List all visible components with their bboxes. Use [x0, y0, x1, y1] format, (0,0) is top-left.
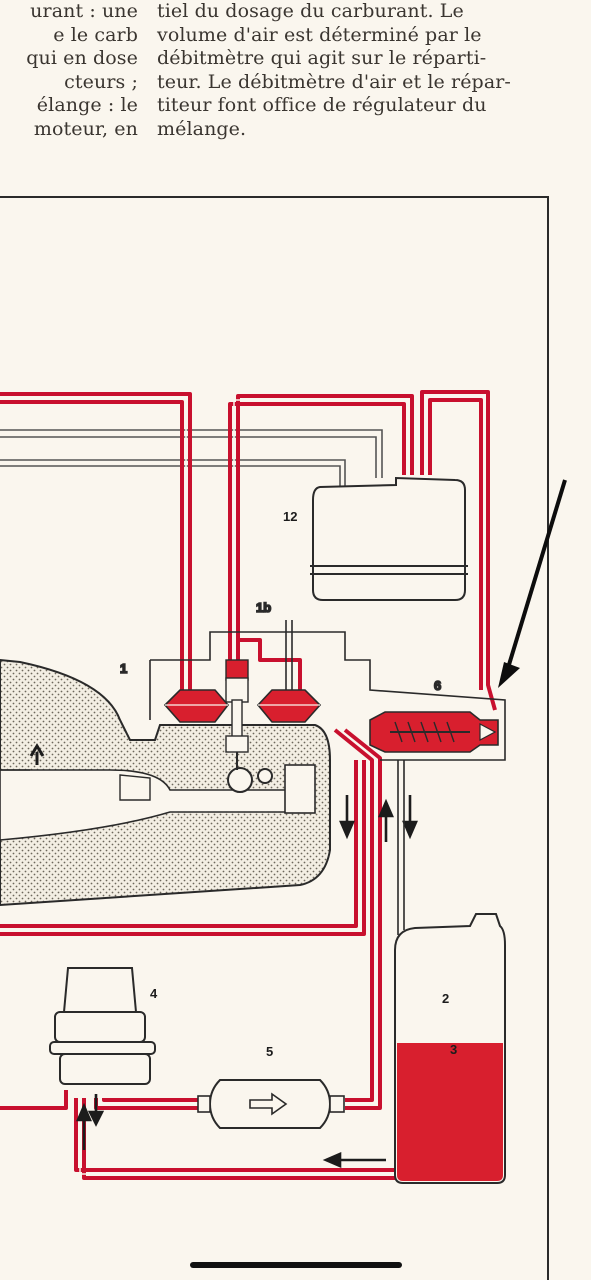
differential-valves	[163, 689, 322, 723]
component-12: 12	[283, 476, 468, 601]
fuel-lines	[0, 390, 497, 1180]
text-column-right: tiel du dosage du carburant. Le volume d…	[157, 0, 542, 141]
label-3: 3	[450, 1042, 457, 1057]
text-line: qui en dose	[26, 47, 138, 69]
text-line: titeur font office de régulateur du	[157, 94, 487, 116]
text-line: cteurs ;	[64, 70, 138, 93]
label-1b: 1b	[256, 600, 271, 615]
flow-arrows	[76, 795, 418, 1168]
label-12: 12	[283, 509, 297, 524]
text-column-left: urant : une e le carb qui en dose cteurs…	[0, 0, 138, 141]
air-lines	[0, 429, 383, 487]
label-2: 2	[442, 991, 449, 1006]
label-5: 5	[266, 1044, 273, 1059]
text-line: urant : une	[30, 0, 138, 22]
text-line: élange : le	[36, 94, 138, 116]
label-1: 1	[120, 661, 127, 676]
label-4: 4	[150, 986, 158, 1001]
text-line: e le carb	[53, 23, 138, 46]
label-6: 6	[434, 678, 441, 693]
control-plunger	[225, 659, 249, 770]
text-line: débitmètre qui agit sur le réparti-	[157, 47, 487, 69]
text-line: moteur, en	[33, 117, 138, 140]
text-line: volume d'air est déterminé par le	[157, 23, 482, 46]
text-line: teur. Le débitmètre d'air et le répar-	[157, 70, 511, 93]
pointer-arrow-icon	[498, 479, 567, 688]
text-line: tiel du dosage du carburant. Le	[157, 0, 464, 22]
home-indicator[interactable]	[190, 1262, 402, 1268]
component-4: 4	[49, 967, 158, 1085]
diagram-frame	[0, 196, 549, 1280]
fuel-tank: 2 3	[394, 913, 506, 1184]
component-5: 5	[197, 1044, 345, 1129]
text-line: mélange.	[157, 117, 247, 140]
component-6	[369, 711, 499, 753]
air-flow-meter	[0, 658, 331, 907]
